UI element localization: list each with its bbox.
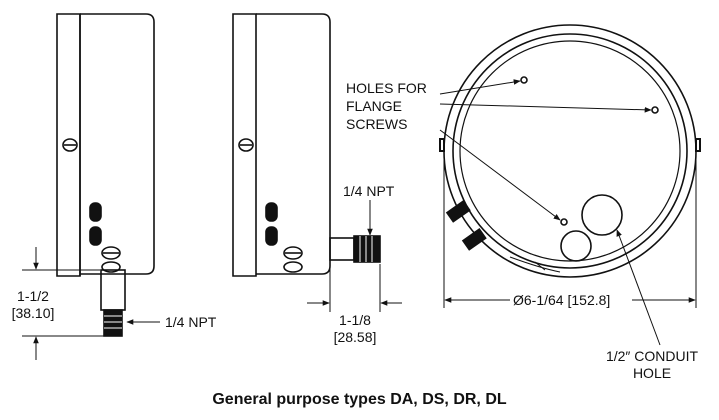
dim-mid-inch: 1-1/8 [339,312,371,328]
npt-side-label: 1/4 NPT [343,183,395,199]
front-view [439,24,701,278]
holes-label-line-2: FLANGE [346,98,403,114]
dimension-left [22,247,160,360]
side-view-back-connection [232,13,381,277]
figure-caption: General purpose types DA, DS, DR, DL [212,391,507,408]
holes-label-line-1: HOLES FOR [346,80,427,96]
dim-left-mm: [38.10] [11,305,55,321]
dim-left-inch: 1-1/2 [17,288,49,304]
npt-bottom-label: 1/4 NPT [165,314,217,330]
dim-mid-mm: [28.58] [333,329,377,345]
dimension-diameter [443,160,697,308]
side-view-bottom-connection [56,13,155,337]
dimension-middle [307,200,402,312]
dim-diameter-label: Ø6-1/64 [152.8] [513,292,611,308]
holes-label-line-3: SCREWS [346,116,408,132]
conduit-label-line-1: 1/2″ CONDUIT [605,348,699,364]
leader-lines [439,79,661,346]
conduit-label-line-2: HOLE [632,365,672,381]
